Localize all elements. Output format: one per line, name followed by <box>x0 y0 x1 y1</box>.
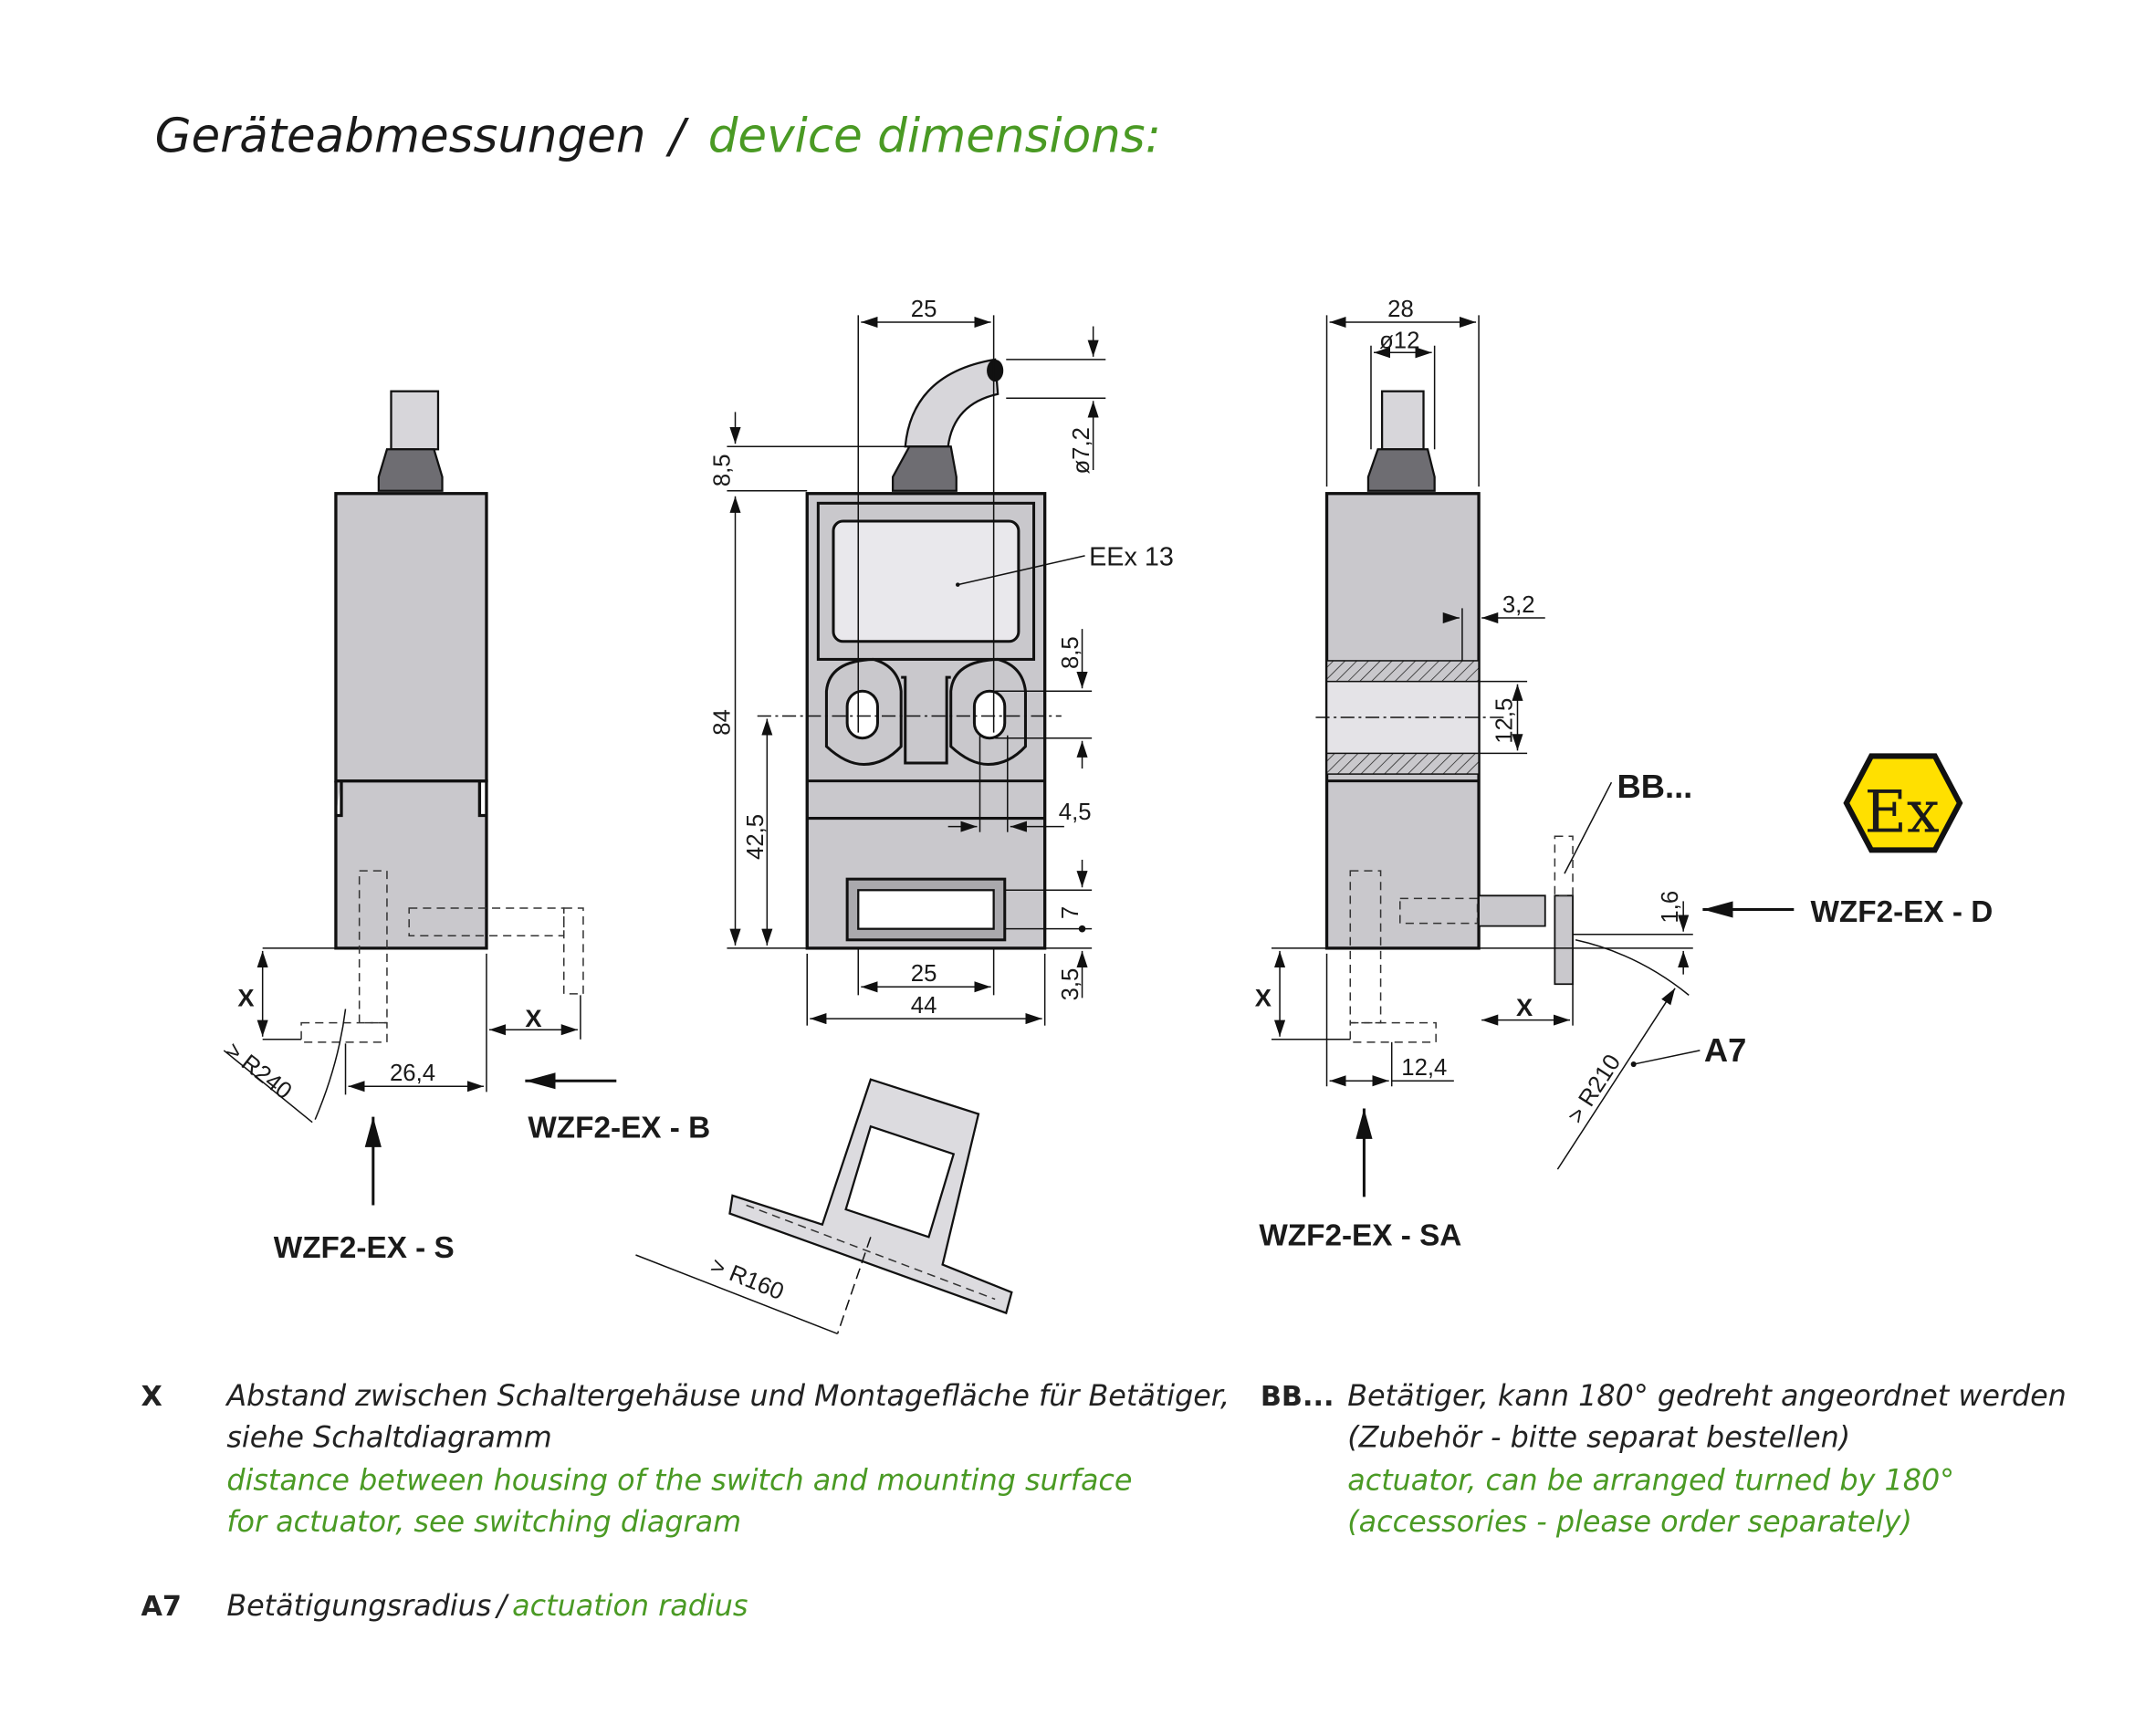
cable-bent <box>904 358 1000 448</box>
note-a7-key: A7 <box>141 1591 181 1623</box>
note-x-en-1: distance between housing of the switch a… <box>226 1463 1132 1497</box>
cable <box>390 390 440 451</box>
label-wzf2-ex-s: WZF2-EX - S <box>274 1231 455 1265</box>
housing-lower <box>334 779 488 950</box>
label-wzf2-ex-b: WZF2-EX - B <box>528 1111 710 1145</box>
note-x-de-1: Abstand zwischen Schaltergehäuse und Mon… <box>225 1379 1230 1413</box>
label-wzf2-ex-sa: WZF2-EX - SA <box>1259 1218 1461 1252</box>
title-separator: / <box>665 110 689 164</box>
note-x-en-2: for actuator, see switching diagram <box>226 1505 741 1539</box>
right-view: 28 ø12 3,2 12,5 BB... 1,6 WZF2-EX - D X … <box>1255 297 1993 1252</box>
note-a7: Betätigungsradius/actuation radius <box>226 1589 748 1623</box>
actuator-d <box>1478 894 1574 986</box>
dim-top-25: 25 <box>911 297 937 322</box>
note-bb-en-2: (accessories - please order separately) <box>1347 1505 1912 1539</box>
dim-width-12-4: 12,4 <box>1401 1055 1447 1081</box>
label-eex-13: EEx 13 <box>1089 542 1174 571</box>
dim-x-vertical: X <box>237 983 254 1011</box>
dim-slot: 7 <box>1058 906 1083 919</box>
dim-wall-3-2: 3,2 <box>1502 592 1535 618</box>
dim-bottom-44: 44 <box>911 993 937 1019</box>
note-bb-key: BB... <box>1261 1381 1334 1413</box>
note-x-de-2: siehe Schaltdiagramm <box>226 1420 551 1454</box>
label-a7: A7 <box>1704 1031 1746 1069</box>
dim-offset-1-6: 1,6 <box>1658 891 1683 924</box>
notes: X Abstand zwischen Schaltergehäuse und M… <box>141 1379 2066 1623</box>
note-bb-de-1: Betätiger, kann 180° gedreht angeordnet … <box>1347 1379 2067 1413</box>
dim-hole-width: 4,5 <box>1059 800 1092 825</box>
dim-x-horizontal: X <box>525 1004 541 1032</box>
dim-cable-diameter: ø7,2 <box>1069 427 1094 474</box>
radius-r210: > R210 <box>1563 1051 1626 1128</box>
svg-text:Ex: Ex <box>1865 779 1940 846</box>
note-bb-en-1: actuator, can be arranged turned by 180° <box>1347 1463 1954 1497</box>
dim-width: 26,4 <box>390 1061 435 1086</box>
housing-upper <box>334 492 488 783</box>
ex-logo: Ex <box>1843 753 1963 853</box>
dim-x-vertical: X <box>1255 983 1272 1011</box>
gland <box>377 448 444 492</box>
note-x-key: X <box>141 1381 162 1413</box>
dim-cable-height: 8,5 <box>709 454 735 486</box>
dim-slot-bottom: 3,5 <box>1058 968 1083 1001</box>
title-de: Geräteabmessungen <box>155 110 646 164</box>
radius-r240: > R240 <box>221 1038 297 1105</box>
cable <box>1380 390 1425 451</box>
actuator-sketch: > R160 <box>635 1078 1013 1335</box>
dim-half-height: 42,5 <box>743 814 769 860</box>
dim-x-horizontal: X <box>1516 993 1533 1021</box>
page-title: Geräteabmessungen / device dimensions: <box>155 110 1161 164</box>
title-en: device dimensions: <box>708 110 1161 164</box>
radius-r160: > R160 <box>706 1253 787 1305</box>
dim-width-28: 28 <box>1387 297 1414 322</box>
left-view: X X 26,4 > R240 WZF2-EX - S WZF2-EX - B <box>221 390 710 1265</box>
dim-bore-12-5: 12,5 <box>1491 698 1517 744</box>
gland <box>891 445 958 492</box>
label-bb: BB... <box>1617 768 1693 805</box>
dim-hole-spacing: 8,5 <box>1058 636 1083 669</box>
label-plate <box>832 519 1020 643</box>
label-wzf2-ex-d: WZF2-EX - D <box>1810 895 1993 929</box>
dim-gland-diameter: ø12 <box>1379 329 1419 354</box>
middle-view: 25 ø7,2 8,5 84 42,5 EEx 13 8,5 4,5 7 <box>709 297 1174 1026</box>
gland <box>1366 448 1436 492</box>
note-bb-de-2: (Zubehör - bitte separat bestellen) <box>1347 1420 1850 1454</box>
dim-bottom-25: 25 <box>911 961 937 987</box>
dim-height-84: 84 <box>709 709 735 736</box>
